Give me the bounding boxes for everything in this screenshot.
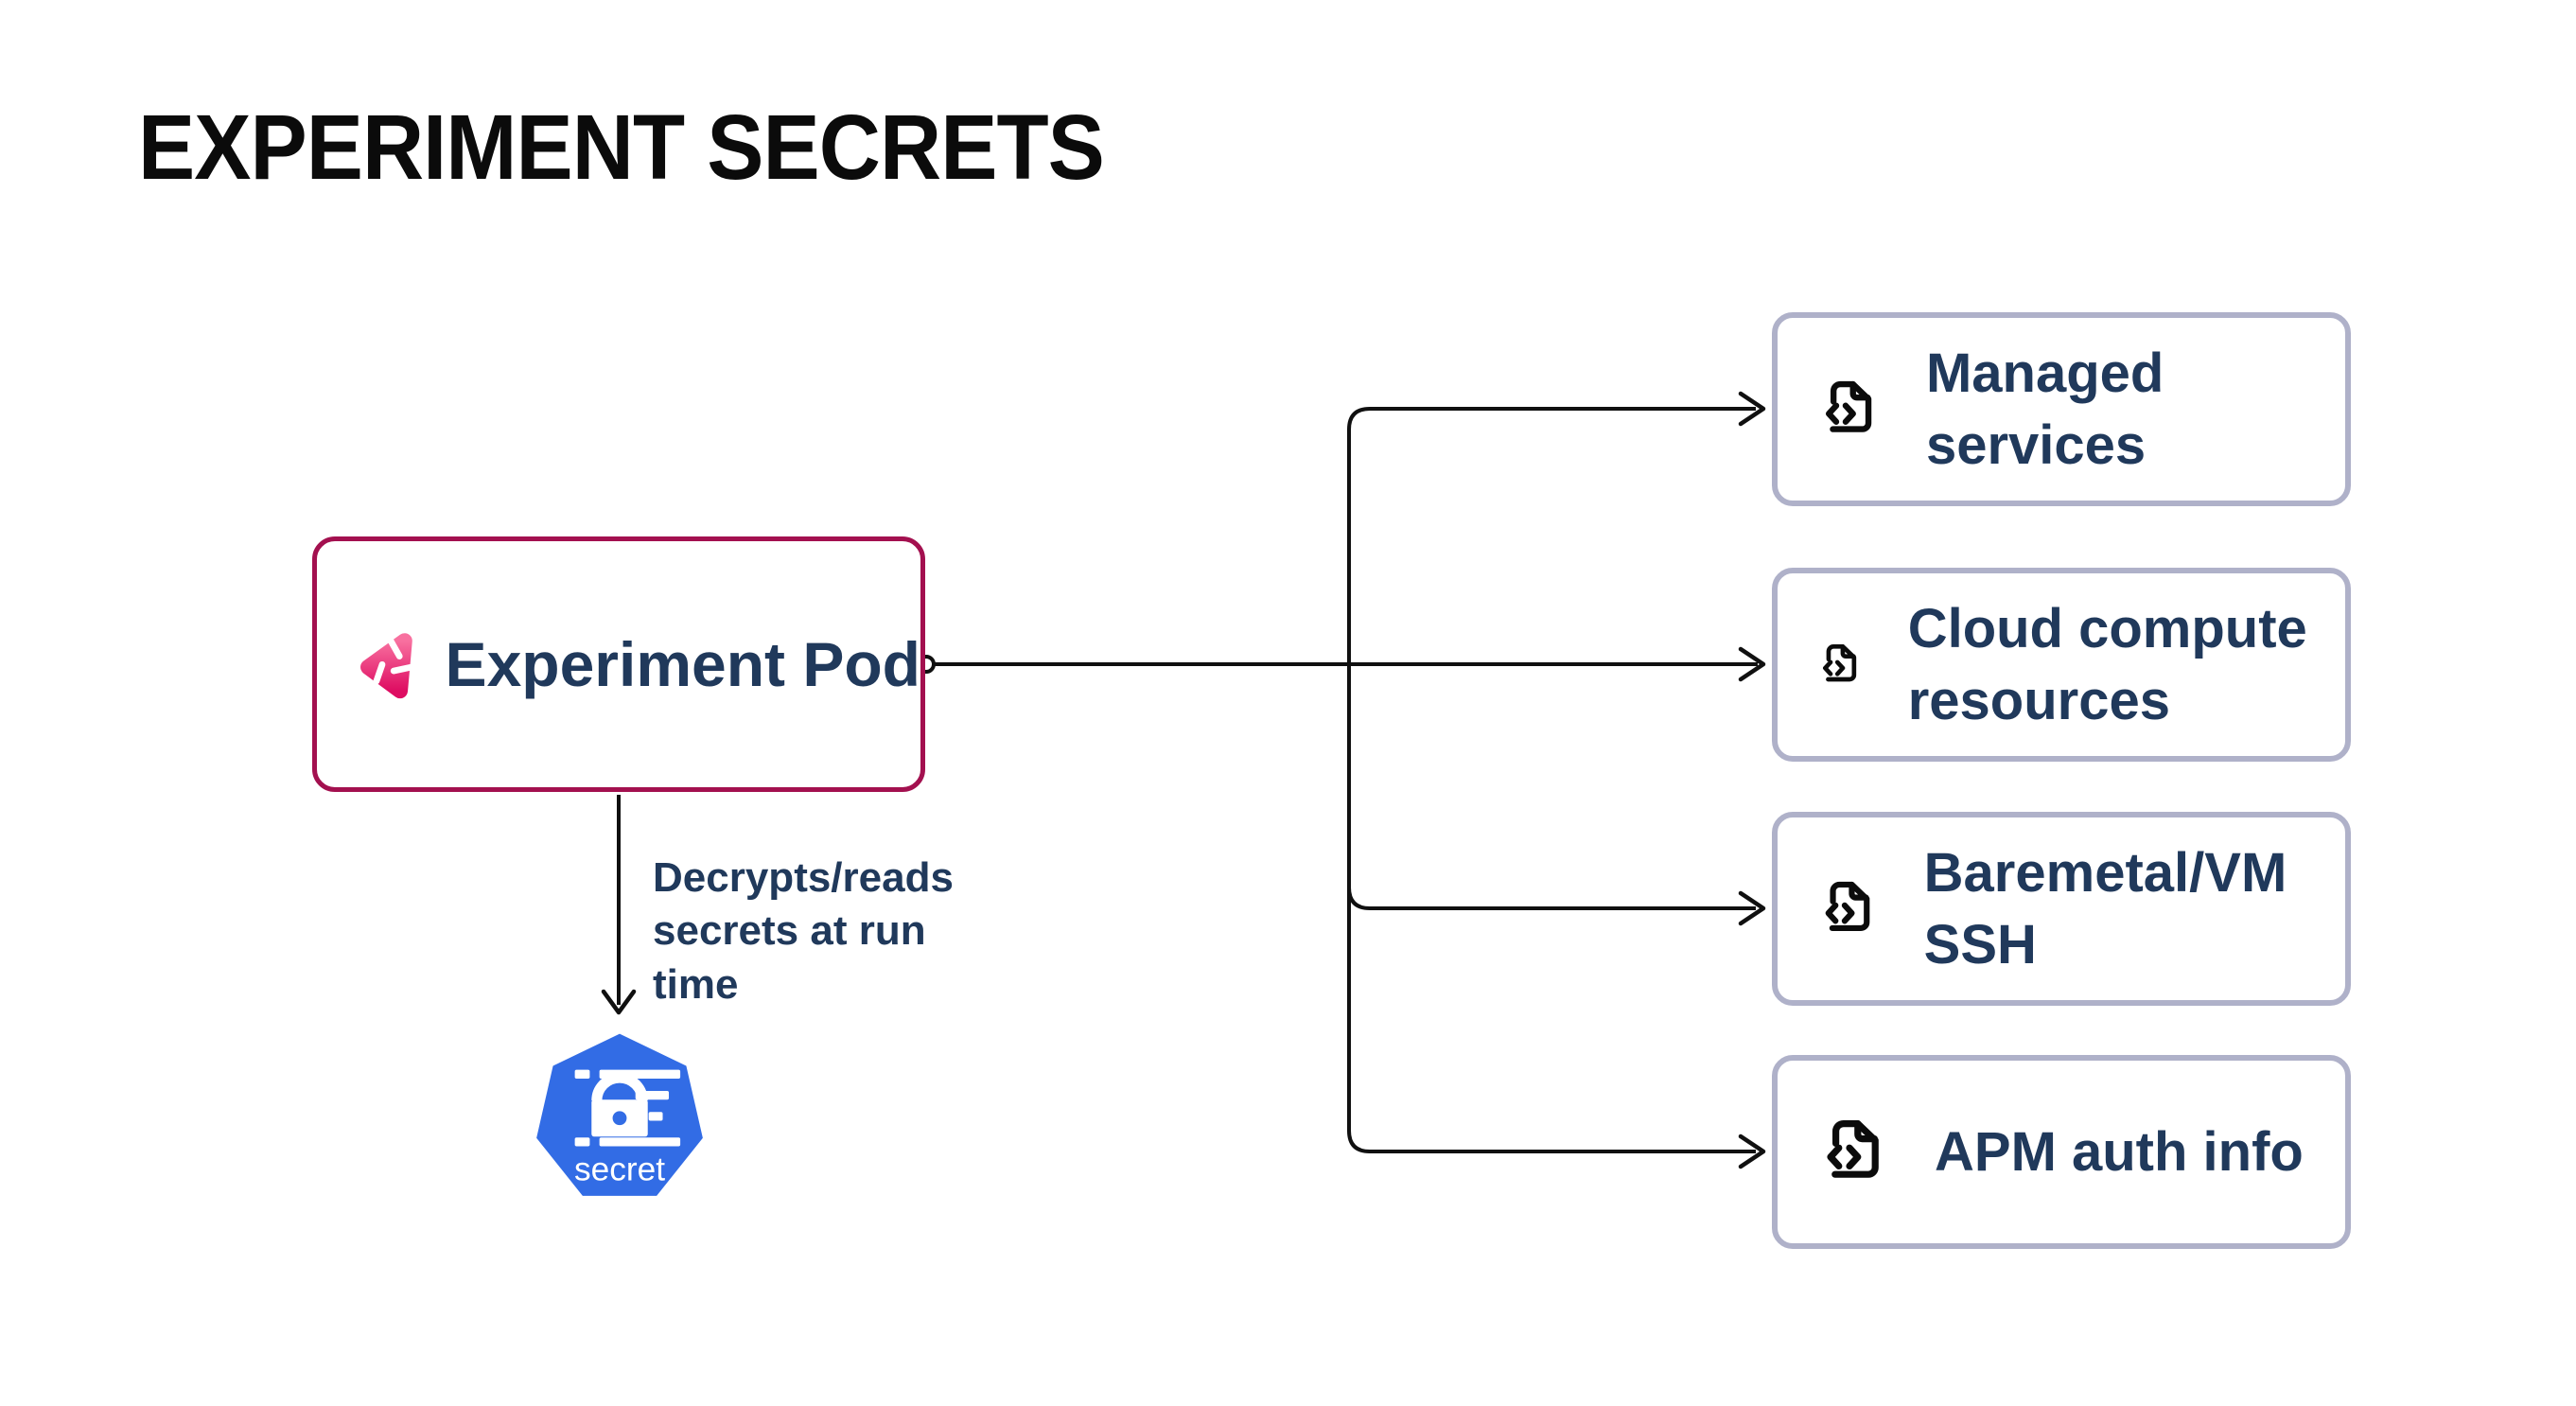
code-file-icon xyxy=(1823,643,1857,681)
target-label: APM auth info xyxy=(1935,1120,2304,1183)
target-label: Cloud compute resources xyxy=(1907,598,2307,731)
experiment-pod-label: Experiment Pod xyxy=(445,629,920,699)
arrowhead-icon xyxy=(1738,391,1766,427)
secret-node-label: secret xyxy=(574,1151,665,1188)
litmus-logo-icon xyxy=(360,633,418,699)
code-file-icon xyxy=(1825,881,1870,931)
arrowhead-icon xyxy=(1738,646,1766,682)
connector-down-1 xyxy=(1347,664,1756,910)
target-box-cloud-compute: Cloud compute resources xyxy=(1772,568,2351,762)
secret-flow-annotation: Decrypts/reads secrets at run time xyxy=(653,854,954,1008)
target-label: Managed services xyxy=(1925,343,2164,476)
arrowhead-icon xyxy=(601,989,637,1015)
experiment-pod-node: Experiment Pod xyxy=(312,536,925,792)
page-title: EXPERIMENT SECRETS xyxy=(138,96,1105,199)
arrowhead-icon xyxy=(1738,890,1766,926)
target-box-baremetal-vm-ssh: Baremetal/VM SSH xyxy=(1772,812,2351,1006)
target-label: Baremetal/VM SSH xyxy=(1923,842,2287,975)
connector-up xyxy=(1347,407,1756,664)
code-file-icon xyxy=(1827,1119,1879,1178)
arrowhead-icon xyxy=(1738,1134,1766,1169)
connector-down-2 xyxy=(1347,664,1756,1153)
kubernetes-secret-icon: secret xyxy=(536,1033,703,1196)
code-file-icon xyxy=(1825,380,1872,432)
target-box-managed-services: Managed services xyxy=(1772,312,2351,506)
target-box-apm-auth-info: APM auth info xyxy=(1772,1055,2351,1249)
